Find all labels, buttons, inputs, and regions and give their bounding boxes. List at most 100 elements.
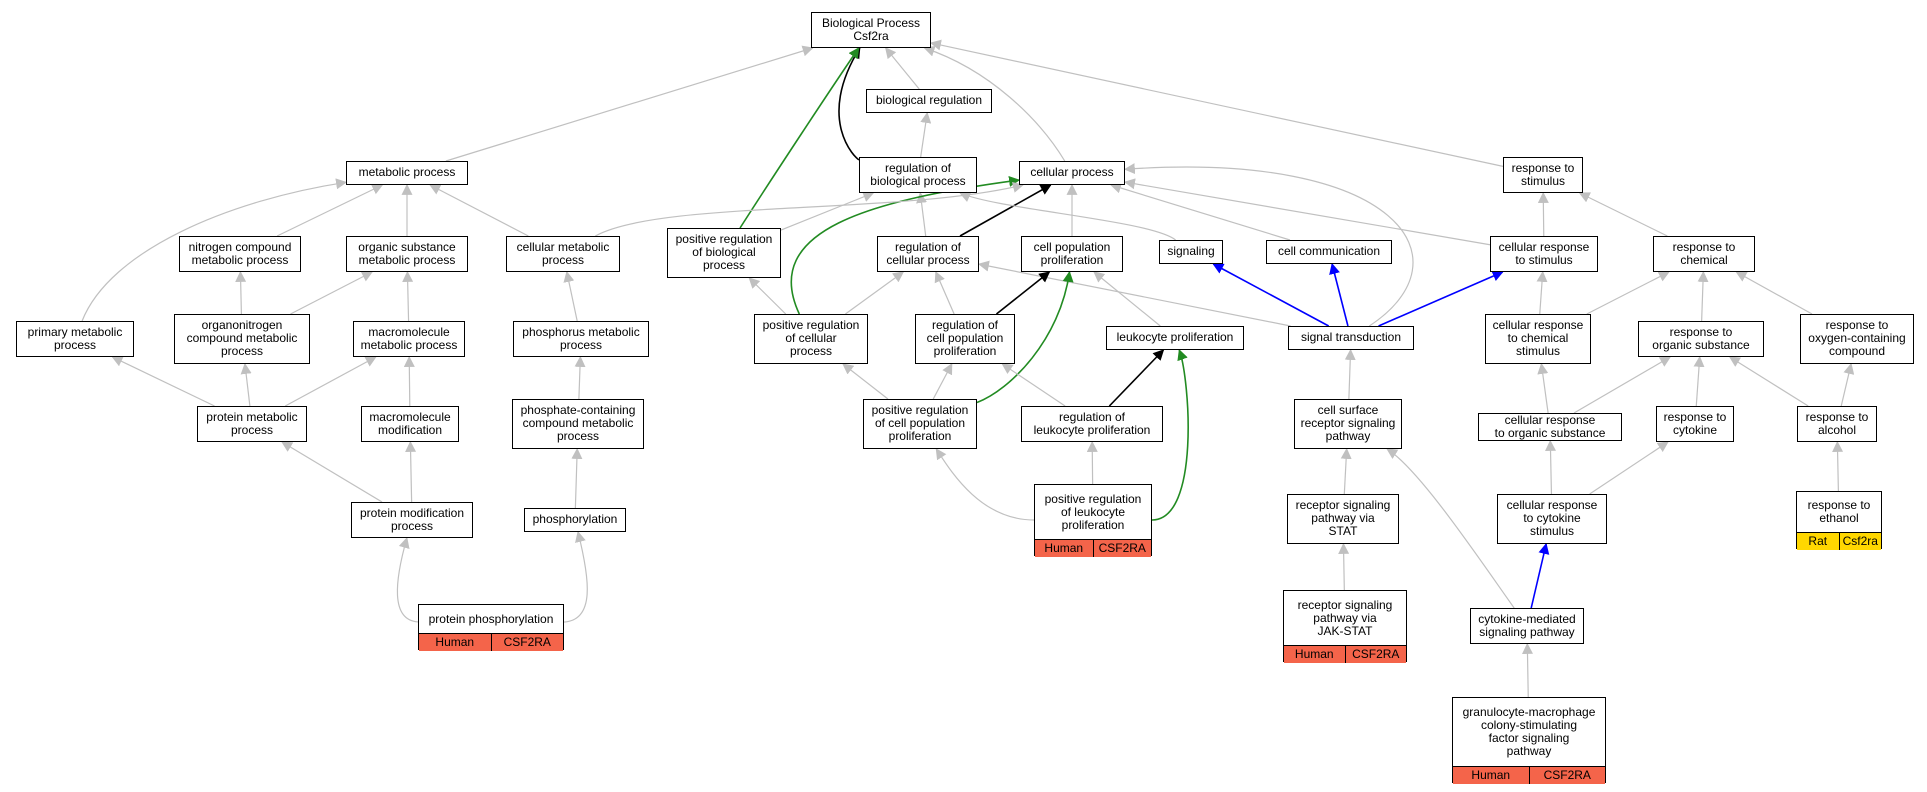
term-node-regbio[interactable]: regulation of biological process [859,157,977,193]
term-node-cytomed[interactable]: cytokine-mediated signaling pathway [1470,608,1584,644]
term-node-respchem[interactable]: response to chemical [1653,236,1755,272]
term-node-cellresporg[interactable]: cellular response to organic substance [1478,413,1622,441]
term-label: protein modification process [359,505,465,533]
edge-cellmetab-to-metab [429,184,529,237]
term-node-protmet[interactable]: protein metabolic process [197,406,307,442]
term-node-respcyto[interactable]: response to cytokine [1656,406,1734,442]
term-node-macromod[interactable]: macromolecule modification [361,406,459,442]
edge-regbio-to-bioreg [920,111,932,158]
term-node-cellrespstim[interactable]: cellular response to stimulus [1490,236,1598,272]
term-node-respstim[interactable]: response to stimulus [1503,157,1583,193]
term-node-sigtrans[interactable]: signal transduction [1288,326,1414,350]
edge-posregbio-to-bp [739,47,860,229]
term-node-cellpop[interactable]: cell population proliferation [1021,236,1123,272]
edge-respchem-to-respstim [1578,192,1668,237]
term-label: receptor signaling pathway via JAK-STAT [1297,597,1393,638]
species-label: Rat [1808,534,1828,548]
term-node-jakstat[interactable]: receptor signaling pathway via JAK-STAT H… [1283,590,1407,663]
term-node-nitro[interactable]: nitrogen compound metabolic process [179,236,301,272]
edge-cytomed-to-cellsurf [1386,448,1515,609]
term-node-gmcsf[interactable]: granulocyte-macrophage colony-stimulatin… [1452,697,1606,784]
term-node-recstat[interactable]: receptor signaling pathway via STAT [1287,494,1399,544]
term-node-cellcomm[interactable]: cell communication [1266,240,1392,264]
term-node-cellsurf[interactable]: cell surface receptor signaling pathway [1294,399,1402,449]
term-label: positive regulation of cell population p… [871,403,969,443]
edge-cellrespcyto-to-respcyto [1589,441,1669,495]
term-node-regcell[interactable]: regulation of cellular process [877,236,979,272]
edge-leuko-to-cellpop [1093,271,1161,327]
term-label: leukocyte proliferation [1116,330,1234,344]
gene-label: CSF2RA [1092,540,1152,557]
term-node-phosmet[interactable]: phosphorus metabolic process [513,321,649,357]
term-node-cellproc[interactable]: cellular process [1019,161,1125,185]
term-label: response to oxygen-containing compound [1808,318,1906,358]
species-label: Human [1471,768,1511,782]
term-label: cellular process [1030,165,1114,179]
edge-posregpop-to-cellpop [976,270,1074,404]
gene-label: CSF2RA [490,634,564,651]
term-node-posregcell[interactable]: positive regulation of cellular process [754,314,868,364]
term-node-bioreg[interactable]: biological regulation [866,89,992,113]
term-node-bp[interactable]: Biological Process Csf2ra [811,12,931,48]
term-label: primary metabolic process [27,324,123,352]
term-node-organonit[interactable]: organonitrogen compound metabolic proces… [174,314,310,364]
term-node-leuko[interactable]: leukocyte proliferation [1106,326,1244,350]
term-node-regleuko[interactable]: regulation of leukocyte proliferation [1021,406,1163,442]
term-label: phosphorylation [532,512,618,526]
edge-sigtrans-to-cellproc [1123,163,1414,327]
species-label: Human [1294,647,1334,661]
term-label: cellular response to chemical stimulus [1492,318,1584,358]
edge-regpop-to-cellpop [995,271,1051,315]
species-label: Human [435,635,475,649]
term-node-regpop[interactable]: regulation of cell population proliferat… [915,314,1015,364]
term-node-orgsub[interactable]: organic substance metabolic process [346,236,468,272]
term-node-macro[interactable]: macromolecule metabolic process [353,321,465,357]
edge-posregleuko-to-posregpop [935,448,1035,521]
edge-cellresporg-to-cellrespchem [1537,362,1549,414]
edge-recstat-to-cellsurf [1340,447,1352,495]
edge-phoscont-to-phosmet [574,355,586,400]
term-node-posregpop[interactable]: positive regulation of cell population p… [863,399,977,449]
term-label: cellular metabolic process [516,239,610,267]
term-node-resporg[interactable]: response to organic substance [1638,321,1764,357]
edge-cellrespstim-to-cellproc [1123,178,1491,246]
term-node-posregleuko[interactable]: positive regulation of leukocyte prolife… [1034,484,1152,557]
term-node-cellrespcyto[interactable]: cellular response to cytokine stimulus [1497,494,1607,544]
term-label: protein phosphorylation [428,611,554,626]
term-label: positive regulation of leukocyte prolife… [1044,491,1142,532]
edge-signaling-to-regbio [959,191,1176,241]
term-label: response to chemical [1672,239,1736,267]
term-node-posregbio[interactable]: positive regulation of biological proces… [667,228,781,278]
edge-protmet-to-primary [111,356,215,407]
edge-protmet-to-macro [284,356,377,407]
term-node-respalc[interactable]: response to alcohol [1797,406,1877,442]
edge-phosph-to-phoscont [571,447,583,509]
term-label: cellular response to organic substance [1494,412,1606,440]
term-node-metab[interactable]: metabolic process [346,161,468,185]
term-label: cellular response to stimulus [1498,239,1590,267]
term-label: response to ethanol [1807,498,1871,525]
term-node-primary[interactable]: primary metabolic process [16,321,134,357]
edge-macro-to-orgsub [402,270,414,322]
term-label: phosphorus metabolic process [522,324,640,352]
term-label: phosphate-containing compound metabolic … [520,403,636,443]
term-node-cellmetab[interactable]: cellular metabolic process [506,236,620,272]
term-node-protmod[interactable]: protein modification process [351,502,473,538]
edge-bioreg-to-bp [885,47,920,90]
term-node-phosph[interactable]: phosphorylation [524,508,626,532]
edge-cellsurf-to-sigtrans [1344,348,1356,400]
edge-cellrespchem-to-cellrespstim [1536,270,1548,315]
edge-respoxy-to-respchem [1735,271,1813,315]
term-label: receptor signaling pathway via STAT [1295,498,1391,538]
term-label: positive regulation of biological proces… [675,232,773,272]
term-node-phoscont[interactable]: phosphate-containing compound metabolic … [512,399,644,449]
term-node-respoxy[interactable]: response to oxygen-containing compound [1800,314,1914,364]
edge-regpop-to-regcell [934,270,955,315]
term-node-signaling[interactable]: signaling [1159,240,1223,264]
term-node-cellrespchem[interactable]: cellular response to chemical stimulus [1485,314,1591,364]
